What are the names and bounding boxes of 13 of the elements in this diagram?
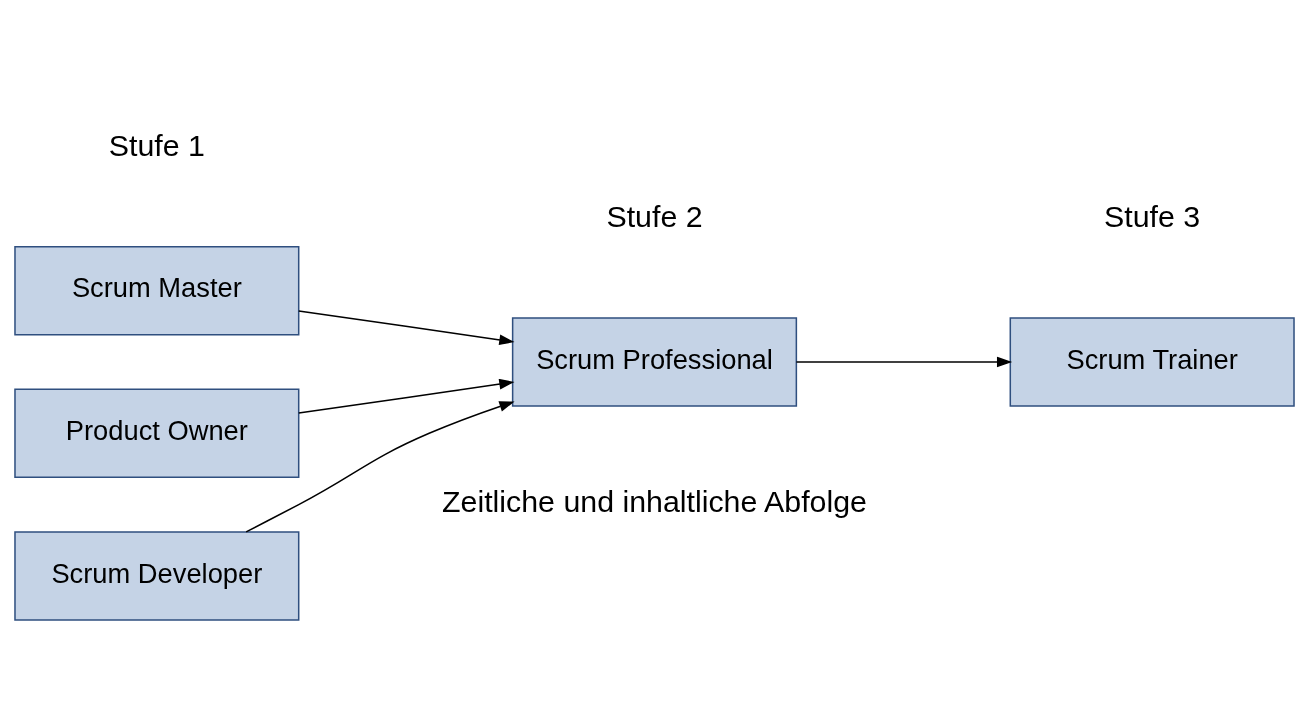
arrow xyxy=(245,400,515,533)
label: Stufe 3 xyxy=(1104,199,1201,233)
node-box: Scrum Professional xyxy=(511,316,798,407)
label: Zeitliche und inhaltliche Abfolge xyxy=(442,484,867,518)
node-box: Scrum Developer xyxy=(14,530,300,621)
node-box: Product Owner xyxy=(14,388,300,478)
arrow xyxy=(795,356,1013,367)
arrow xyxy=(298,378,515,414)
node-box: Scrum Trainer xyxy=(1009,316,1295,407)
label: Stufe 1 xyxy=(108,128,205,162)
arrow xyxy=(298,309,515,345)
label: Stufe 2 xyxy=(606,199,703,233)
node-box: Scrum Master xyxy=(14,245,300,335)
